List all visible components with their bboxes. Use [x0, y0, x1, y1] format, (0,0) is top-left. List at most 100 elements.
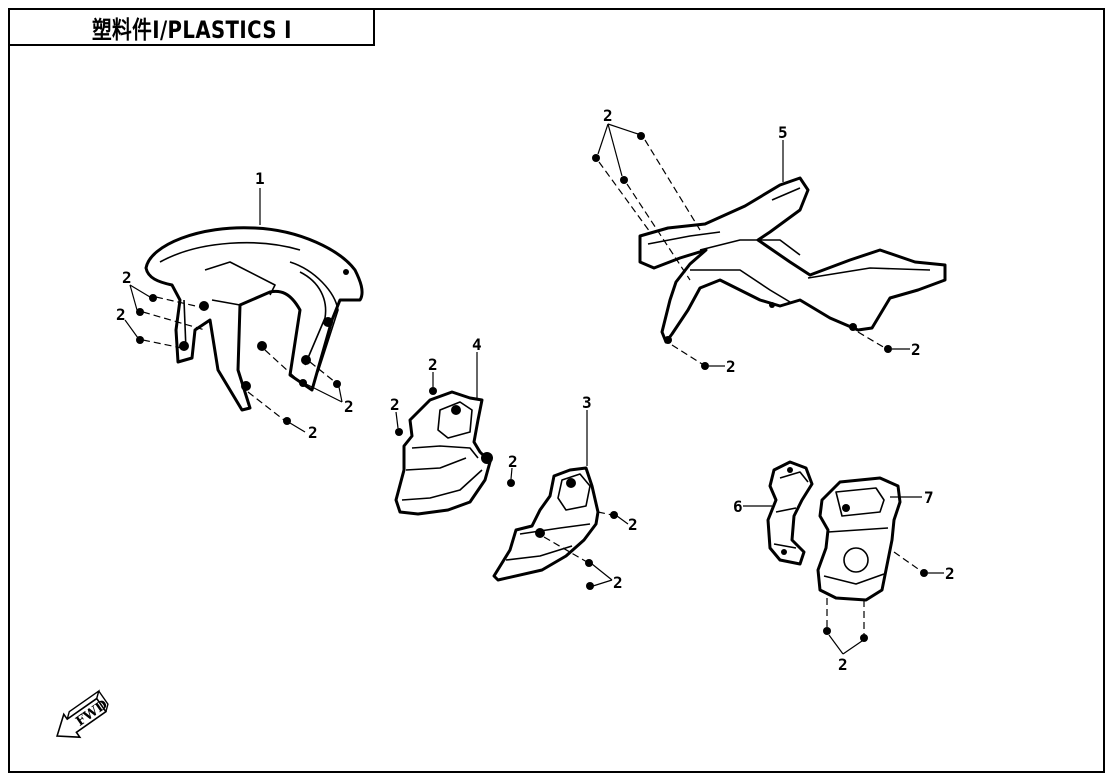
callout-2-label: 2	[390, 395, 400, 414]
fastener	[179, 341, 189, 351]
fastener	[481, 452, 493, 464]
drawing-stroke	[638, 176, 947, 344]
drawing-stroke	[842, 640, 863, 655]
fastener	[136, 308, 144, 316]
drawing-stroke	[394, 390, 492, 516]
fasteners-part-7: 2 2	[823, 551, 955, 674]
callout-2-label: 2	[911, 340, 921, 359]
fastener	[781, 549, 787, 555]
part-7-cover[interactable]	[816, 476, 902, 602]
drawing-stroke	[129, 284, 138, 311]
drawing-stroke	[779, 471, 809, 483]
callout-6: 6	[733, 497, 772, 516]
callout-3: 3	[582, 393, 592, 466]
callout-1: 1	[255, 169, 265, 225]
drawing-stroke	[55, 697, 108, 739]
drawing-stroke	[766, 460, 814, 566]
fastener	[301, 355, 311, 365]
callout-2-label: 2	[116, 305, 126, 324]
drawing-stroke	[592, 579, 613, 587]
fastener	[701, 362, 709, 370]
part-5-rear-tail-cover[interactable]	[638, 176, 947, 344]
callout-2-label: 2	[508, 452, 518, 471]
drawing-stroke	[823, 573, 885, 585]
callout-5-label: 5	[778, 123, 788, 142]
callout-2-label: 2	[613, 573, 623, 592]
fastener	[849, 323, 857, 331]
fastener	[842, 504, 850, 512]
drawing-stroke	[607, 123, 623, 177]
drawing-stroke	[289, 261, 339, 373]
part-3-side-cover[interactable]	[492, 466, 600, 582]
drawing-stroke	[211, 299, 241, 306]
callout-4: 4	[472, 335, 482, 398]
fastener	[787, 467, 793, 473]
drawing-stroke	[828, 634, 844, 655]
fastener	[199, 301, 209, 311]
fastener	[299, 379, 307, 387]
drawing-stroke	[690, 269, 791, 303]
drawing-stroke	[597, 123, 609, 155]
callout-3-label: 3	[582, 393, 592, 412]
drawing-stroke	[699, 239, 801, 256]
drawing-stroke	[591, 563, 613, 581]
fastener	[323, 317, 333, 327]
drawing-stroke	[598, 161, 651, 233]
fastener	[535, 528, 545, 538]
drawing-stroke	[775, 507, 797, 513]
callout-2-label: 2	[603, 106, 613, 125]
callout-4-label: 4	[472, 335, 482, 354]
callout-7-label: 7	[924, 488, 934, 507]
fastener	[664, 336, 672, 344]
fastener	[283, 417, 291, 425]
drawing-stroke	[827, 527, 889, 533]
drawing-stroke	[305, 383, 343, 403]
drawing-stroke	[644, 139, 701, 231]
drawing-stroke	[204, 261, 276, 296]
callout-2-label: 2	[726, 357, 736, 376]
drawing-stroke	[159, 241, 301, 263]
fastener	[586, 582, 594, 590]
drawing-stroke	[129, 284, 151, 298]
callout-2-label: 2	[344, 397, 354, 416]
drawing-stroke	[411, 445, 479, 459]
drawing-stroke	[395, 411, 399, 429]
drawing-stroke	[807, 267, 931, 279]
drawing-stroke	[401, 469, 483, 501]
fastener	[769, 302, 775, 308]
fastener	[566, 478, 576, 488]
fastener	[257, 341, 267, 351]
drawing-stroke	[647, 231, 721, 245]
drawing-stroke	[543, 536, 588, 563]
drawing-stroke	[124, 319, 139, 339]
fastener	[823, 627, 831, 635]
callout-2-label: 2	[838, 655, 848, 674]
drawing-stroke	[607, 123, 639, 135]
drawing-stroke	[66, 689, 109, 720]
drawing-stroke	[893, 551, 922, 572]
title-box: 塑料件Ⅰ/PLASTICS Ⅰ	[8, 8, 375, 46]
callout-2-label: 2	[945, 564, 955, 583]
part-6-bracket[interactable]	[766, 460, 814, 566]
fastener	[429, 387, 437, 395]
drawing-stroke	[510, 467, 513, 480]
drawing-stroke	[626, 183, 691, 281]
drawing-stroke	[857, 331, 886, 349]
fasteners-part-4: 2 2 2	[390, 355, 518, 487]
drawing-stroke	[338, 386, 343, 403]
fastener	[333, 380, 341, 388]
fastener	[620, 176, 628, 184]
callout-6-label: 6	[733, 497, 743, 516]
part-4-side-cover[interactable]	[394, 390, 493, 516]
fastener	[860, 634, 868, 642]
drawing-stroke	[519, 523, 591, 535]
drawing-stroke	[771, 187, 801, 201]
fastener	[149, 294, 157, 302]
part-1-front-fender[interactable]	[144, 226, 364, 412]
fastener	[585, 559, 593, 567]
drawing-stroke	[492, 466, 600, 582]
fasteners-part-3: 2 2	[543, 511, 638, 592]
drawing-stroke	[816, 476, 902, 602]
fastener	[884, 345, 892, 353]
